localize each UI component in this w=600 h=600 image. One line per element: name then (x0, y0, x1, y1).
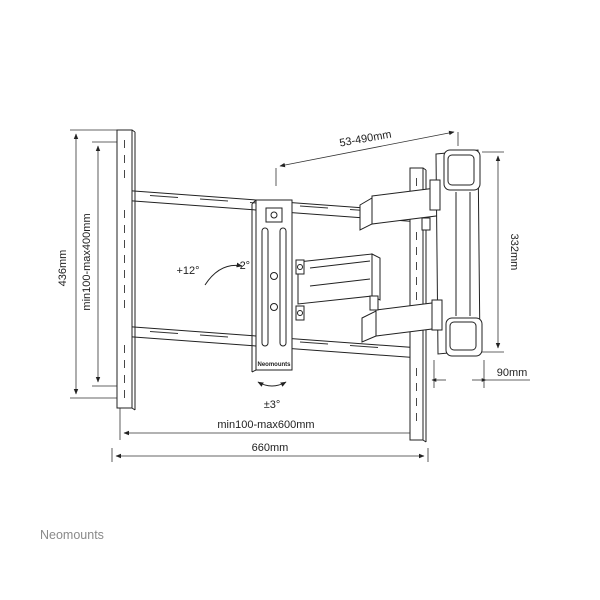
adjustment-arrows (204, 262, 287, 387)
label-rotation: ±3° (264, 399, 281, 411)
label-vesa-horizontal: min100-max600mm (217, 419, 314, 431)
label-tilt-down: -2° (236, 260, 250, 272)
plate-logo-text: Neomounts (258, 362, 292, 368)
brand-logo-text: Neomounts (40, 528, 104, 542)
vesa-plate (251, 199, 293, 373)
wall-plate (429, 149, 483, 357)
dimension-labels: 436mm min100-max400mm 53-490mm 332mm 90m… (57, 129, 527, 454)
label-extension: 53-490mm (339, 129, 393, 150)
dimension-lines (70, 129, 530, 462)
rotation-arrow (257, 381, 287, 387)
tilt-arrow (204, 262, 243, 286)
label-height-total: 436mm (57, 250, 69, 287)
left-upright (116, 129, 133, 409)
label-wall-plate-depth: 90mm (497, 367, 528, 379)
label-width-total: 660mm (252, 442, 289, 454)
label-wall-plate-height: 332mm (508, 234, 520, 271)
label-tilt-up: +12° (176, 265, 199, 277)
label-vesa-vertical: min100-max400mm (81, 213, 93, 310)
